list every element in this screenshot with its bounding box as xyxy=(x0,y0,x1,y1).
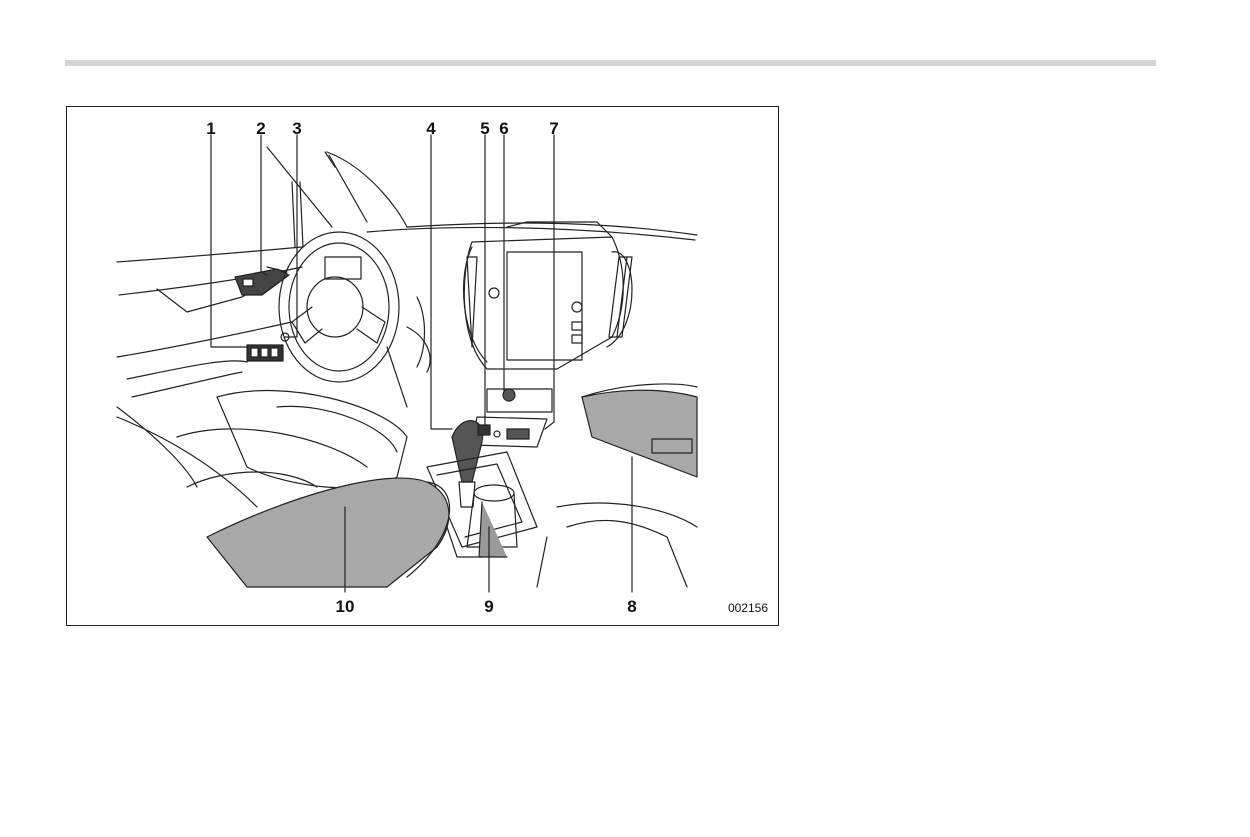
cabin-illustration xyxy=(116,134,698,593)
callout-1: 1 xyxy=(206,119,216,138)
callout-5: 5 xyxy=(480,119,490,138)
header-rule xyxy=(65,60,1156,66)
figure-id: 002156 xyxy=(727,601,768,615)
callout-10: 10 xyxy=(335,597,355,616)
callout-6: 6 xyxy=(499,119,509,138)
cabin-interior-figure: 1 2 3 4 5 6 7 8 9 10 002156 xyxy=(66,106,779,626)
callout-9: 9 xyxy=(484,597,494,616)
callout-8: 8 xyxy=(627,597,637,616)
callout-7: 7 xyxy=(549,119,559,138)
callout-4: 4 xyxy=(426,119,436,138)
callout-2: 2 xyxy=(256,119,266,138)
callout-3: 3 xyxy=(292,119,302,138)
